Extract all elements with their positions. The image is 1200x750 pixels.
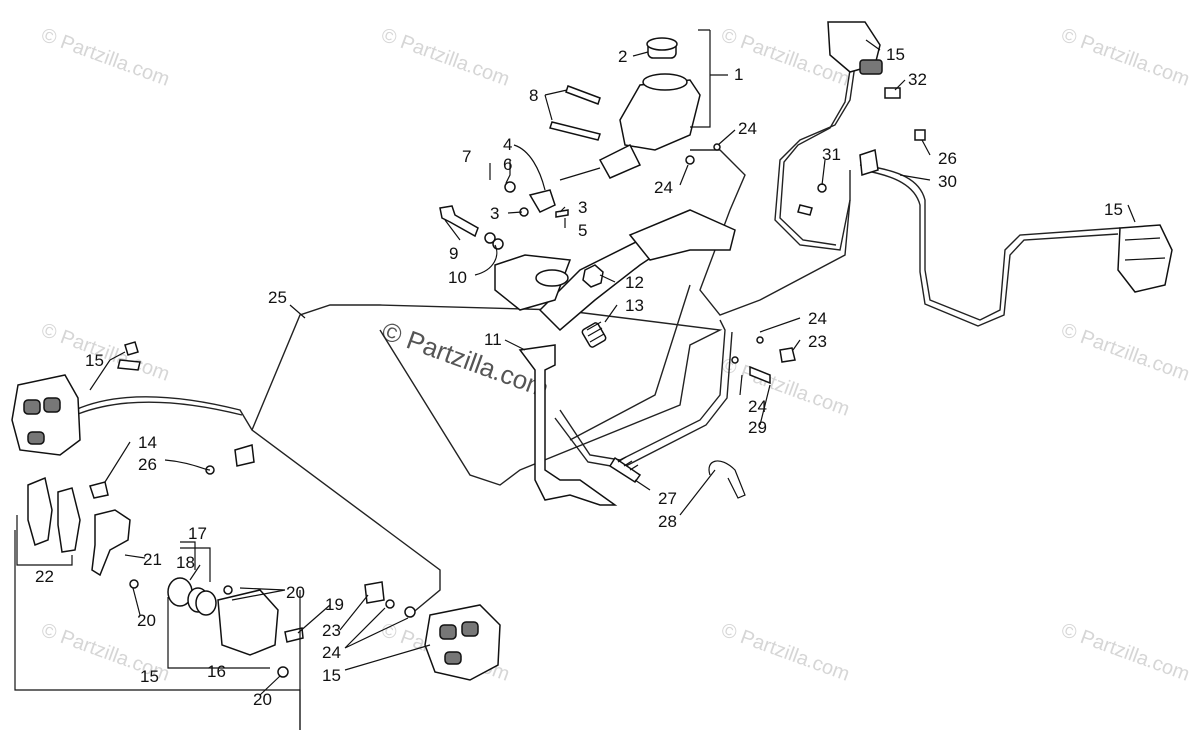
callout-30: 30 [938, 172, 957, 191]
callout-18: 18 [176, 553, 195, 572]
watermark-text: © Partzilla.com [1058, 319, 1192, 386]
nut-12-part [582, 264, 604, 288]
callout-3: 3 [490, 204, 499, 223]
spring-13-part [581, 321, 607, 348]
callout-29: 29 [748, 418, 767, 437]
caliper-exploded-parts [27, 476, 304, 678]
callout-9: 9 [449, 244, 458, 263]
master-cylinder [504, 37, 721, 218]
callout-12: 12 [625, 273, 644, 292]
callout-31: 31 [822, 145, 841, 164]
callout-1: 1 [734, 65, 743, 84]
callout-15: 15 [85, 351, 104, 370]
callout-15: 15 [140, 667, 159, 686]
watermark-layer: © Partzilla.com © Partzilla.com © Partzi… [38, 24, 1192, 686]
caliper-bottom [364, 581, 501, 681]
callout-16: 16 [207, 662, 226, 681]
callout-24: 24 [654, 178, 673, 197]
callout-19: 19 [325, 595, 344, 614]
callout-17: 17 [188, 524, 207, 543]
watermark-text: © Partzilla.com [1058, 24, 1192, 91]
callout-labels: 1 2 3 3 4 5 6 7 8 9 10 11 12 13 14 15 15… [35, 45, 1123, 709]
callout-13: 13 [625, 296, 644, 315]
callout-32: 32 [908, 70, 927, 89]
callout-22: 22 [35, 567, 54, 586]
watermark-text: © Partzilla.com [718, 619, 852, 686]
brake-pedal [439, 205, 736, 506]
callout-26: 26 [138, 455, 157, 474]
watermark-text: © Partzilla.com [718, 354, 852, 421]
callout-11: 11 [484, 330, 502, 349]
callout-15: 15 [1104, 200, 1123, 219]
leader-lines [14, 29, 1136, 730]
caliper-top-right [827, 21, 901, 99]
callout-20: 20 [253, 690, 272, 709]
callout-15: 15 [886, 45, 905, 64]
callout-24: 24 [738, 119, 757, 138]
callout-28: 28 [658, 512, 677, 531]
callout-24: 24 [808, 309, 827, 328]
callout-15: 15 [322, 666, 341, 685]
watermark-text: © Partzilla.com [378, 24, 512, 91]
caliper-right [1117, 224, 1173, 293]
watermark-text: © Partzilla.com [1058, 619, 1192, 686]
callout-24: 24 [748, 397, 767, 416]
callout-6: 6 [503, 155, 512, 174]
callout-20: 20 [137, 611, 156, 630]
callout-27: 27 [658, 489, 677, 508]
misc-hardware [117, 129, 926, 499]
callout-2: 2 [618, 47, 627, 66]
callout-23: 23 [322, 621, 341, 640]
callout-5: 5 [578, 221, 587, 240]
callout-24: 24 [322, 643, 341, 662]
caliper-left [11, 374, 109, 499]
watermark-text: © Partzilla.com [38, 24, 172, 91]
callout-26: 26 [938, 149, 957, 168]
callout-3: 3 [578, 198, 587, 217]
callout-14: 14 [138, 433, 157, 452]
callout-10: 10 [448, 268, 467, 287]
brake-lines [74, 64, 1121, 616]
callout-20: 20 [286, 583, 305, 602]
callout-4: 4 [503, 135, 512, 154]
callout-7: 7 [462, 147, 471, 166]
callout-21: 21 [143, 550, 162, 569]
callout-25: 25 [268, 288, 287, 307]
callout-23: 23 [808, 332, 827, 351]
callout-8: 8 [529, 86, 538, 105]
